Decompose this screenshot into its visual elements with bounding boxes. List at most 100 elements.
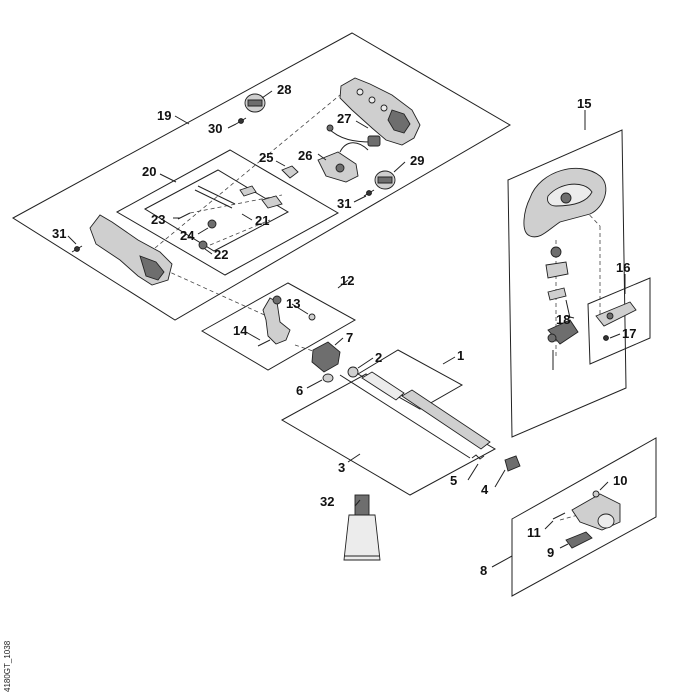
group-12-outline xyxy=(200,282,357,371)
alignment-line xyxy=(209,219,271,246)
group-15-outline xyxy=(507,129,627,438)
drawing-code: 4180GT_1038 xyxy=(3,640,12,692)
drive-tube-3 xyxy=(339,374,491,459)
callout-22: 22 xyxy=(214,247,228,262)
callout-9: 9 xyxy=(547,545,554,560)
leader-line xyxy=(609,333,621,339)
callout-15: 15 xyxy=(577,96,591,111)
callout-1: 1 xyxy=(457,348,464,363)
group-8-outline xyxy=(511,437,657,597)
leader-line xyxy=(306,379,323,389)
leader-line xyxy=(204,248,213,255)
callout-10: 10 xyxy=(613,473,627,488)
leader-line xyxy=(174,115,190,125)
callout-30: 30 xyxy=(208,121,222,136)
callout-24: 24 xyxy=(180,228,195,243)
screw-31-left xyxy=(71,245,83,253)
contact-spring-25 xyxy=(281,165,299,179)
callout-14: 14 xyxy=(233,323,248,338)
housing-right-half xyxy=(339,77,421,146)
group-20-inner-outline xyxy=(143,169,290,252)
wing-screw-9 xyxy=(565,531,593,549)
callout-26: 26 xyxy=(298,148,312,163)
callout-20: 20 xyxy=(142,164,156,179)
callout-25: 25 xyxy=(259,150,273,165)
callout-12: 12 xyxy=(340,273,354,288)
leader-line xyxy=(393,161,406,173)
callout-32: 32 xyxy=(320,494,334,509)
callout-4: 4 xyxy=(481,482,489,497)
throttle-rod-21 xyxy=(194,185,283,209)
screw-17 xyxy=(603,335,609,341)
callout-11: 11 xyxy=(527,525,541,540)
callout-6: 6 xyxy=(296,383,303,398)
callout-3: 3 xyxy=(338,460,345,475)
callout-17: 17 xyxy=(622,326,636,341)
leader-line xyxy=(494,469,506,488)
housing-left-half xyxy=(89,214,173,286)
leader-line xyxy=(354,499,361,507)
switch-assembly-26 xyxy=(317,142,369,183)
leader-line xyxy=(261,90,273,99)
leader-line xyxy=(197,227,209,235)
alignment-line xyxy=(154,94,341,249)
leader-line xyxy=(599,481,609,491)
leader-line xyxy=(245,331,261,341)
leader-line xyxy=(67,235,77,245)
leader-line xyxy=(544,520,554,530)
alignment-line xyxy=(189,194,283,214)
group-20-outline xyxy=(115,149,340,276)
screw-30 xyxy=(235,117,247,125)
callout-16: 16 xyxy=(616,260,630,275)
callout-13: 13 xyxy=(286,296,300,311)
leader-line xyxy=(357,357,374,369)
grease-tube-32 xyxy=(343,494,381,561)
callout-31-left: 31 xyxy=(52,226,66,241)
plug-6 xyxy=(322,373,334,383)
loop-handle-15 xyxy=(523,167,607,238)
nut-10 xyxy=(592,490,600,498)
leader-line xyxy=(337,279,349,289)
callout-19: 19 xyxy=(157,108,171,123)
coupling-4 xyxy=(504,455,521,472)
leader-line xyxy=(467,463,479,481)
leader-line xyxy=(317,153,327,161)
callout-29: 29 xyxy=(410,153,424,168)
ground-wire-27 xyxy=(326,124,381,147)
callout-7: 7 xyxy=(346,330,353,345)
callout-5: 5 xyxy=(450,473,457,488)
leader-line xyxy=(275,160,286,167)
switch-knob-28 xyxy=(244,93,266,113)
alignment-line xyxy=(579,204,601,227)
nut-13 xyxy=(308,313,316,321)
group-19-outline xyxy=(12,32,511,321)
callout-2: 2 xyxy=(375,350,382,365)
leader-line xyxy=(159,173,177,183)
screw-11 xyxy=(552,512,566,520)
sleeve-1 xyxy=(361,371,405,401)
group-16-outline xyxy=(587,277,651,365)
callout-31-top: 31 xyxy=(337,196,351,211)
screw-14 xyxy=(257,339,271,347)
callout-8: 8 xyxy=(480,563,487,578)
bushing-2 xyxy=(347,366,359,378)
handle-hardware-18 xyxy=(545,246,579,370)
leader-line xyxy=(334,337,344,346)
callout-28: 28 xyxy=(277,82,291,97)
leader-line xyxy=(353,195,367,203)
rubber-buffer-7 xyxy=(311,341,341,373)
leader-line xyxy=(227,123,237,129)
spring-24 xyxy=(207,219,217,229)
callout-21: 21 xyxy=(255,213,269,228)
spring-5 xyxy=(471,454,485,460)
leader-line xyxy=(347,453,361,463)
leader-line xyxy=(559,543,569,549)
leader-line xyxy=(355,120,369,129)
leader-line xyxy=(442,356,456,365)
handle-mount-16 xyxy=(595,301,637,327)
screw-31-top xyxy=(363,189,375,197)
spring-22 xyxy=(198,240,208,250)
group-3-6-outline xyxy=(280,373,497,496)
leader-line xyxy=(241,213,253,221)
